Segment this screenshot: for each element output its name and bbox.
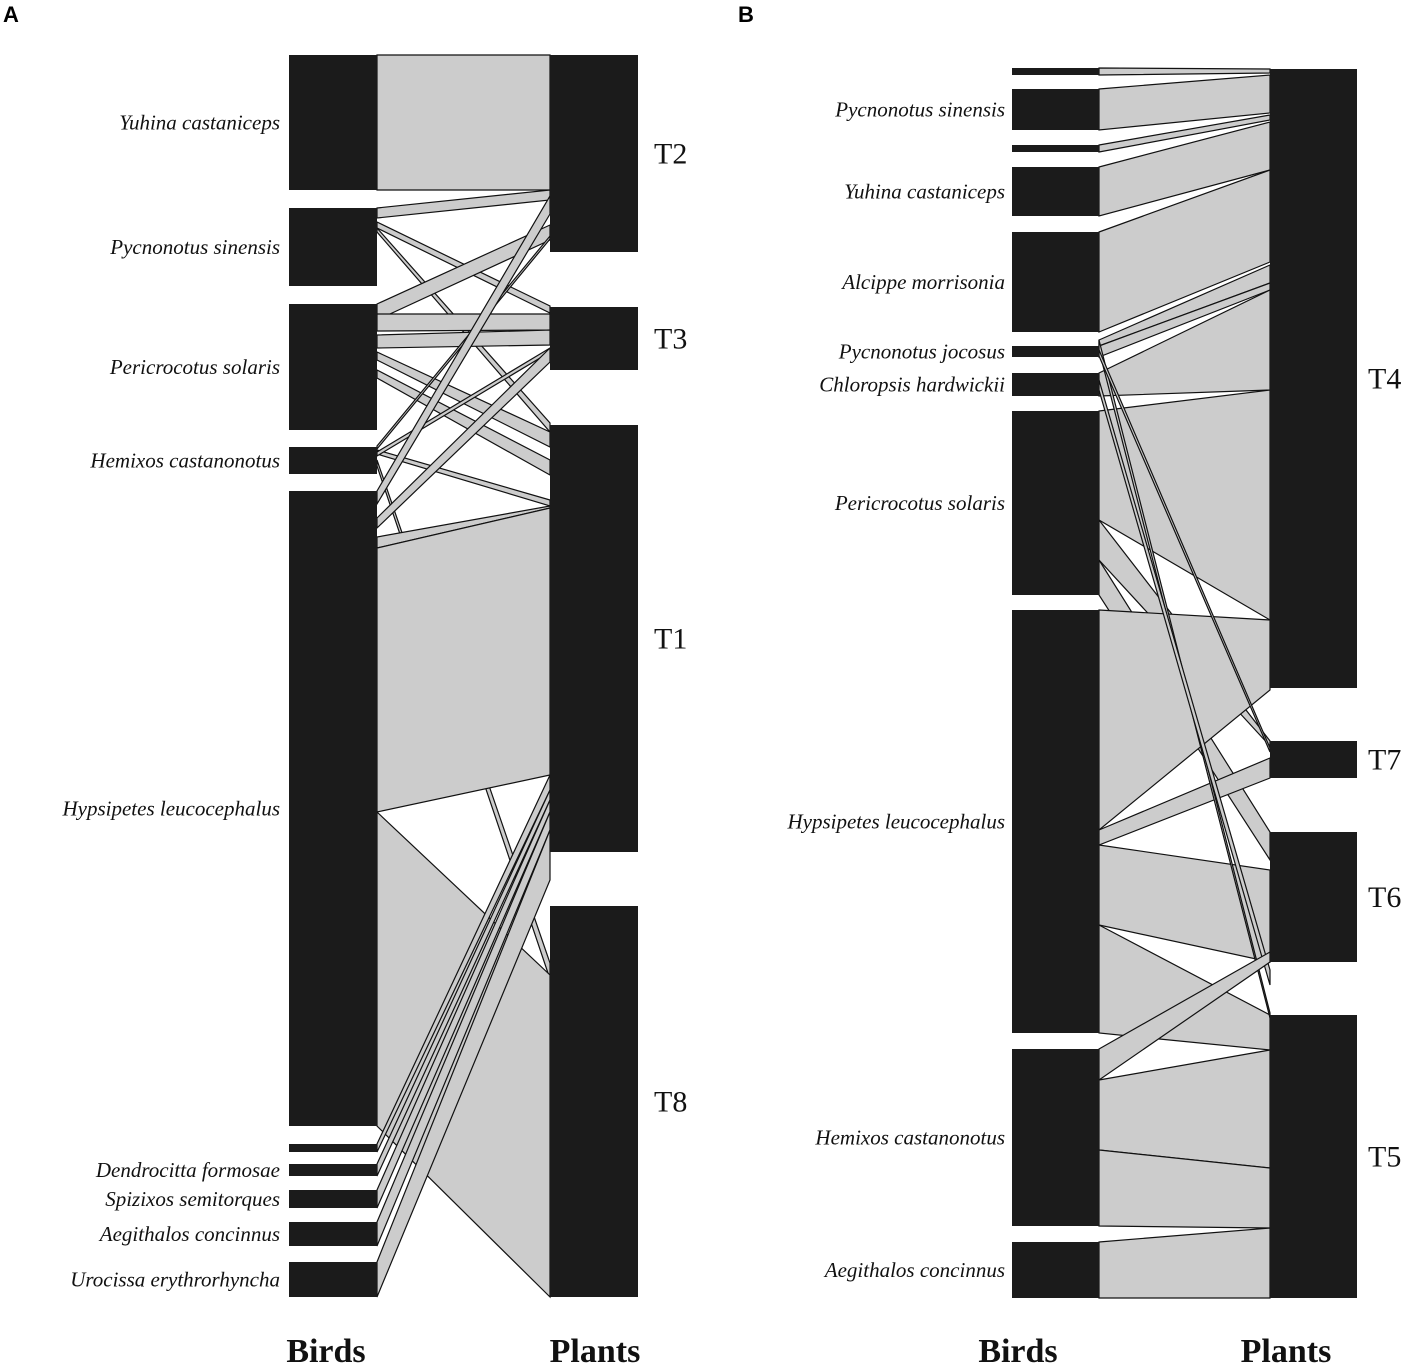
panel-a-plant-bar-2 — [550, 425, 638, 852]
panel-b-bird-bar-9 — [1012, 1049, 1099, 1226]
panel-b-link-0 — [1098, 67, 1271, 76]
panel-b-birds-axis-label: Birds — [978, 1333, 1057, 1368]
panel-b-label: B — [738, 2, 754, 27]
panel-a-plant-label-1: T3 — [654, 323, 687, 356]
panel-a-plant-label-0: T2 — [654, 138, 687, 171]
panel-b-bird-label-3: Yuhina castaniceps — [844, 180, 1005, 204]
panel-b-bird-bar-10 — [1012, 1242, 1099, 1298]
panel-b-bird-label-4: Alcippe morrisonia — [840, 270, 1005, 294]
panel-b-bird-label-5: Pycnonotus jocosus — [838, 340, 1005, 364]
panel-b-bird-label-1: Pycnonotus sinensis — [834, 98, 1005, 122]
panel-b-links — [1098, 67, 1271, 1299]
panel-b-bird-label-7: Pericrocotus solaris — [834, 491, 1005, 515]
panel-a-links — [376, 54, 551, 1299]
panel-b-bird-label-6: Chloropsis hardwickii — [819, 373, 1005, 397]
panel-b-bird-bar-3 — [1012, 167, 1099, 216]
panel-a-bird-bar-8 — [289, 1222, 377, 1246]
panel-a-bird-bar-2 — [289, 304, 377, 430]
panel-a-plant-bar-3 — [550, 906, 638, 1297]
panel-b-plant-bar-1 — [1270, 741, 1357, 778]
panel-a-bird-bar-3 — [289, 447, 377, 474]
panel-a-bird-bar-5 — [289, 1144, 377, 1152]
panel-b-bird-bar-2 — [1012, 145, 1099, 152]
panel-b-plants-axis-label: Plants — [1241, 1333, 1332, 1368]
panel-b-bird-bar-7 — [1012, 411, 1099, 595]
panel-b-plant-label-2: T6 — [1368, 881, 1401, 914]
panel-a-bird-label-9: Urocissa erythrorhyncha — [70, 1268, 280, 1292]
panel-a-plant-label-3: T8 — [654, 1086, 687, 1119]
panel-b-bird-label-10: Aegithalos concinnus — [823, 1258, 1005, 1282]
panel-a-bird-label-3: Hemixos castanonotus — [89, 449, 280, 473]
panel-b-plant-label-1: T7 — [1368, 744, 1401, 777]
panel-a-bird-bar-6 — [289, 1164, 377, 1176]
panel-a-bars — [289, 55, 638, 1297]
panel-a-link-1 — [376, 189, 551, 219]
panel-b-bird-bar-6 — [1012, 373, 1099, 396]
panel-b-plant-bar-3 — [1270, 1015, 1357, 1298]
panel-a-bird-bar-4 — [289, 491, 377, 1126]
panel-a-link-5 — [376, 313, 551, 332]
panel-b-bars — [1012, 68, 1357, 1298]
panel-a-label: A — [3, 2, 19, 27]
panel-a-bird-bar-9 — [289, 1262, 377, 1297]
panel-b-bird-label-9: Hemixos castanonotus — [814, 1126, 1005, 1150]
panel-a-bird-bar-0 — [289, 55, 377, 190]
panel-b-link-19 — [1098, 1049, 1271, 1169]
panel-a-bird-label-4: Hypsipetes leucocephalus — [61, 797, 280, 821]
panel-b-bird-bar-5 — [1012, 346, 1099, 357]
panel-a-bird-label-7: Spizixos semitorques — [105, 1187, 280, 1211]
panel-a-bird-bar-7 — [289, 1190, 377, 1208]
panel-a-bird-label-8: Aegithalos concinnus — [98, 1222, 280, 1246]
panel-b-bird-label-8: Hypsipetes leucocephalus — [786, 810, 1005, 834]
panel-b-bird-bar-8 — [1012, 610, 1099, 1033]
panel-b-bird-bar-4 — [1012, 232, 1099, 332]
panel-a-plants-axis-label: Plants — [550, 1333, 641, 1368]
panel-b-plant-bar-2 — [1270, 832, 1357, 962]
panel-b-bird-bar-1 — [1012, 89, 1099, 130]
panel-b-plant-label-0: T4 — [1368, 363, 1401, 396]
panel-b-link-21 — [1098, 1227, 1271, 1299]
panel-a-plant-bar-1 — [550, 307, 638, 370]
panel-a-bird-label-6: Dendrocitta formosae — [95, 1158, 280, 1182]
panel-b-plant-label-3: T5 — [1368, 1141, 1401, 1174]
panel-a-plant-label-2: T1 — [654, 623, 687, 656]
panel-a-bird-label-1: Pycnonotus sinensis — [109, 235, 280, 259]
panel-a-birds-axis-label: Birds — [286, 1333, 365, 1368]
panel-a-plant-bar-0 — [550, 55, 638, 252]
panel-b-bird-bar-0 — [1012, 68, 1099, 75]
panel-a-bird-label-2: Pericrocotus solaris — [109, 355, 280, 379]
panel-a-link-0 — [376, 54, 551, 191]
panel-a-bird-bar-1 — [289, 208, 377, 286]
panel-a-bird-label-0: Yuhina castaniceps — [119, 111, 280, 135]
panel-a-link-16 — [376, 507, 551, 813]
panel-b-plant-bar-0 — [1270, 69, 1357, 688]
